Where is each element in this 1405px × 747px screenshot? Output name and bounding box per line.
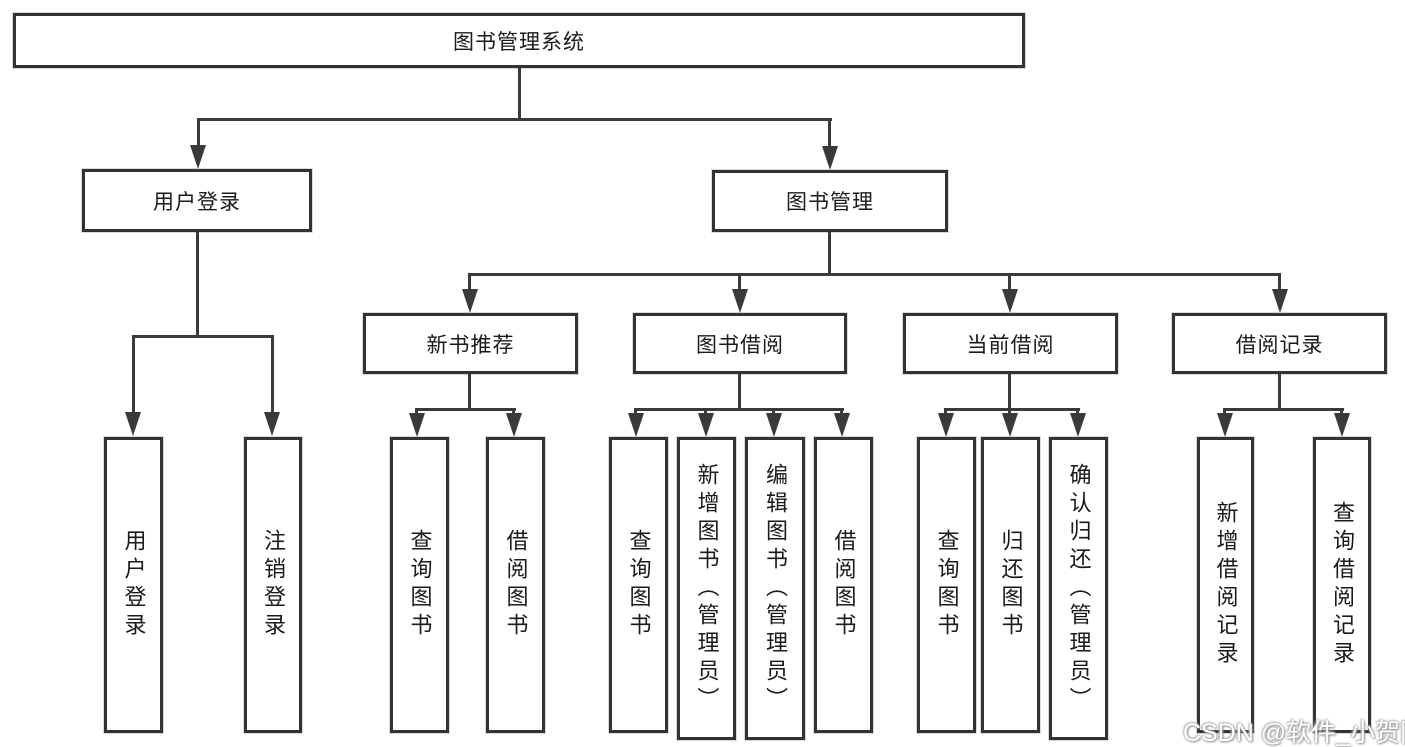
leaf-query-book-1-label: 查询图书: [407, 529, 433, 641]
leaf-confirm-return-admin-label: 确认归还（管理员）: [1066, 462, 1092, 715]
arrowhead-down-icon: [125, 412, 141, 436]
connector: [1278, 374, 1281, 408]
connector: [1223, 408, 1344, 411]
connector: [738, 374, 741, 408]
arrowhead-down-icon: [1002, 413, 1018, 437]
connector: [132, 335, 274, 338]
arrowhead-down-icon: [264, 412, 280, 436]
leaf-user-login: 用户登录: [104, 437, 163, 733]
connector: [415, 408, 418, 414]
connector: [634, 408, 844, 411]
leaf-query-borrow-record: 查询借阅记录: [1313, 437, 1371, 733]
arrowhead-down-icon: [698, 413, 714, 437]
node-book-borrowing: 图书借阅: [633, 313, 847, 374]
node-borrow-records: 借阅记录: [1172, 313, 1387, 374]
leaf-confirm-return-admin: 确认归还（管理员）: [1049, 437, 1108, 740]
connector: [196, 232, 199, 335]
leaf-edit-book-admin: 编辑图书（管理员）: [745, 437, 805, 740]
leaf-query-book-2: 查询图书: [609, 437, 668, 733]
node-user-login-label: 用户登录: [153, 190, 241, 214]
connector: [271, 335, 274, 413]
arrowhead-down-icon: [1070, 413, 1086, 437]
connector: [1008, 408, 1011, 414]
connector: [415, 408, 516, 411]
node-root: 图书管理系统: [13, 13, 1025, 68]
leaf-query-book-3: 查询图书: [917, 437, 976, 733]
node-book-borrowing-label: 图书借阅: [696, 333, 784, 357]
node-borrow-records-label: 借阅记录: [1235, 333, 1324, 357]
arrowhead-down-icon: [766, 413, 782, 437]
arrowhead-down-icon: [938, 413, 954, 437]
arrowhead-down-icon: [822, 146, 838, 170]
node-book-management: 图书管理: [712, 170, 948, 232]
arrowhead-down-icon: [834, 413, 850, 437]
arrowhead-down-icon: [506, 413, 522, 437]
connector: [704, 408, 707, 414]
connector: [1076, 408, 1079, 414]
connector: [1340, 408, 1343, 414]
connector: [772, 408, 775, 414]
connector: [518, 68, 521, 118]
connector: [634, 408, 637, 414]
arrowhead-down-icon: [1217, 413, 1233, 437]
leaf-borrow-book-1-label: 借阅图书: [503, 529, 529, 641]
leaf-user-login-label: 用户登录: [121, 529, 147, 641]
leaf-query-borrow-record-label: 查询借阅记录: [1330, 501, 1355, 669]
arrowhead-down-icon: [1334, 413, 1350, 437]
leaf-edit-book-admin-label: 编辑图书（管理员）: [763, 462, 788, 715]
connector: [738, 273, 741, 290]
arrowhead-down-icon: [462, 289, 478, 313]
leaf-add-book-admin: 新增图书（管理员）: [677, 437, 736, 740]
connector: [468, 273, 1281, 276]
connector: [1278, 273, 1281, 290]
connector: [840, 408, 843, 414]
arrowhead-down-icon: [628, 413, 644, 437]
connector: [828, 118, 831, 147]
leaf-add-borrow-record: 新增借阅记录: [1197, 437, 1254, 733]
node-book-management-label: 图书管理: [786, 191, 874, 214]
arrowhead-down-icon: [732, 289, 748, 313]
leaf-borrow-book-1: 借阅图书: [486, 437, 545, 733]
leaf-return-book: 归还图书: [981, 437, 1040, 733]
node-new-book-recommend-label: 新书推荐: [426, 333, 515, 357]
leaf-return-book-label: 归还图书: [998, 529, 1024, 641]
node-root-label: 图书管理系统: [453, 30, 585, 54]
node-new-book-recommend: 新书推荐: [363, 313, 578, 374]
leaf-logout: 注销登录: [244, 437, 302, 733]
connector: [828, 232, 831, 273]
connector: [944, 408, 947, 414]
leaf-query-book-2-label: 查询图书: [626, 529, 652, 641]
leaf-borrow-book-2: 借阅图书: [814, 437, 873, 733]
connector: [468, 273, 471, 290]
node-user-login: 用户登录: [82, 169, 312, 232]
node-current-borrowing: 当前借阅: [903, 313, 1118, 374]
arrowhead-down-icon: [190, 145, 206, 169]
leaf-query-book-3-label: 查询图书: [934, 529, 960, 641]
connector: [468, 374, 471, 408]
connector: [1223, 408, 1226, 414]
connector: [1008, 374, 1011, 408]
connector: [512, 408, 515, 414]
arrowhead-down-icon: [1272, 289, 1288, 313]
connector: [197, 118, 200, 146]
leaf-borrow-book-2-label: 借阅图书: [831, 529, 857, 641]
arrowhead-down-icon: [1002, 289, 1018, 313]
csdn-watermark: CSDN @软件_小贺同学: [1183, 719, 1405, 747]
arrowhead-down-icon: [409, 413, 425, 437]
leaf-add-borrow-record-label: 新增借阅记录: [1213, 501, 1239, 669]
connector: [197, 118, 832, 121]
node-current-borrowing-label: 当前借阅: [966, 333, 1055, 357]
connector: [132, 335, 135, 413]
connector: [944, 408, 1080, 411]
connector: [1008, 273, 1011, 290]
leaf-add-book-admin-label: 新增图书（管理员）: [694, 462, 720, 715]
leaf-query-book-1: 查询图书: [390, 437, 449, 733]
leaf-logout-label: 注销登录: [261, 529, 286, 641]
